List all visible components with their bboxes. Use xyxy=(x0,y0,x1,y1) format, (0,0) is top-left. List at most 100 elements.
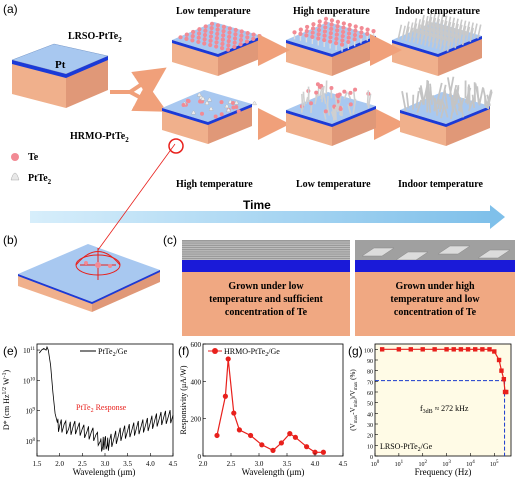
te-atom xyxy=(226,39,231,44)
pt-label: Pt xyxy=(55,59,66,71)
te-atom xyxy=(209,25,214,31)
te-atom xyxy=(334,41,339,46)
te-atom xyxy=(184,36,189,41)
ptte2-crystal xyxy=(458,29,463,45)
ptte2-crystal xyxy=(204,100,210,105)
svg-text:Grown under low: Grown under low xyxy=(228,281,304,292)
ptte2-crystal xyxy=(418,87,425,105)
te-atom xyxy=(298,31,303,36)
te-atom xyxy=(225,47,231,52)
panel-c-label: (c) xyxy=(163,233,177,247)
frequency-point xyxy=(492,349,497,354)
legend-g: LRSO-PtTe2/Ge xyxy=(380,442,433,453)
ptte2-crystal xyxy=(446,77,453,99)
x-tick-label: 3.0 xyxy=(255,460,264,468)
ptte2-crystal xyxy=(197,92,202,97)
y-tick-label: 30 xyxy=(367,423,373,429)
te-atom xyxy=(328,30,333,36)
x-tick-label: 1.5 xyxy=(33,460,42,468)
te-atom xyxy=(219,100,224,105)
x-tick-label: 2.5 xyxy=(227,460,236,468)
x-tick-label: 3.5 xyxy=(283,460,292,468)
ptte2-crystal xyxy=(405,92,410,109)
ptte2-crystal xyxy=(450,27,456,43)
y-tick-label: 50 xyxy=(367,402,373,408)
ptte2-crystal xyxy=(405,21,410,36)
block-blue-layer xyxy=(392,40,438,57)
svg-text:Grown under high: Grown under high xyxy=(395,281,475,292)
te-atom xyxy=(334,32,339,37)
ptte2-crystal xyxy=(226,108,231,112)
block-side xyxy=(208,104,252,144)
block-blue-layer xyxy=(172,40,218,57)
ptte2-crystal xyxy=(435,34,440,49)
responsivity-point xyxy=(278,440,284,446)
y-tick-label: 40 xyxy=(367,412,373,418)
x-tick-label: 4.5 xyxy=(339,460,348,468)
te-atom xyxy=(309,101,314,106)
block-side xyxy=(438,36,482,76)
ptte2-crystal xyxy=(433,99,437,112)
ptte2-crystal xyxy=(454,28,459,44)
block-blue-layer xyxy=(162,108,208,125)
responsivity-point xyxy=(320,449,326,455)
pt-substrate-block: Pt xyxy=(11,43,109,108)
te-atom xyxy=(322,33,327,38)
ptte2-crystal xyxy=(343,91,348,100)
te-atom xyxy=(227,34,232,40)
frequency-point xyxy=(499,368,504,373)
te-atom xyxy=(304,33,309,38)
te-atom xyxy=(338,107,343,112)
te-atom xyxy=(340,38,345,43)
ptte2-crystal xyxy=(191,110,196,115)
ptte2-crystal xyxy=(347,104,352,115)
ptte2-crystal xyxy=(446,26,452,42)
block-side xyxy=(332,36,376,76)
lrso-row xyxy=(172,11,482,140)
ptte2-crystal xyxy=(207,97,212,102)
te-atom xyxy=(238,42,243,47)
time-arrow: Time xyxy=(30,198,505,229)
te-atom xyxy=(221,29,226,34)
te-atom xyxy=(236,109,241,114)
frequency-point xyxy=(451,347,456,352)
e-ylabel: D* (cm Hz1/2 W-1) xyxy=(2,370,11,431)
frequency-point xyxy=(501,377,507,382)
y-tick-label: 600 xyxy=(191,341,202,349)
panel-c-right-cross-section: Grown under high temperature and low con… xyxy=(355,240,515,336)
te-atom xyxy=(202,37,207,42)
te-atom xyxy=(202,32,208,38)
responsivity-point xyxy=(236,427,242,433)
te-atom xyxy=(314,90,319,95)
te-atom xyxy=(213,114,218,119)
row1-stage-1: Low temperature xyxy=(176,6,251,17)
te-atom xyxy=(185,98,190,103)
ptte2-crystal xyxy=(408,22,414,37)
block-blue-layer xyxy=(332,106,376,127)
ptte2-crystal-icon xyxy=(10,172,20,181)
ptte2-crystal xyxy=(469,27,474,42)
te-atom xyxy=(231,105,236,110)
ptte2-crystal xyxy=(332,106,337,121)
x-tick-label: 2.5 xyxy=(78,460,87,468)
ptte2-crystal xyxy=(208,106,214,111)
ptte2-crystal xyxy=(454,23,459,39)
te-atom xyxy=(323,25,328,30)
te-atom xyxy=(359,30,364,35)
responsivity-point xyxy=(292,434,298,440)
te-atom xyxy=(371,29,376,34)
block-front xyxy=(162,108,208,144)
ptte2-crystal xyxy=(487,91,493,106)
x-tick-label: 3.0 xyxy=(101,460,110,468)
ptte2-crystal xyxy=(412,18,418,33)
te-atom xyxy=(232,36,238,41)
te-atom xyxy=(348,90,353,95)
row2-stage-1: High temperature xyxy=(176,179,253,190)
ptte2-crystal xyxy=(457,102,462,113)
te-atom xyxy=(232,40,237,45)
frequency-point xyxy=(432,347,437,352)
ptte2-crystal xyxy=(427,32,433,47)
responsivity-series-line xyxy=(216,358,324,453)
